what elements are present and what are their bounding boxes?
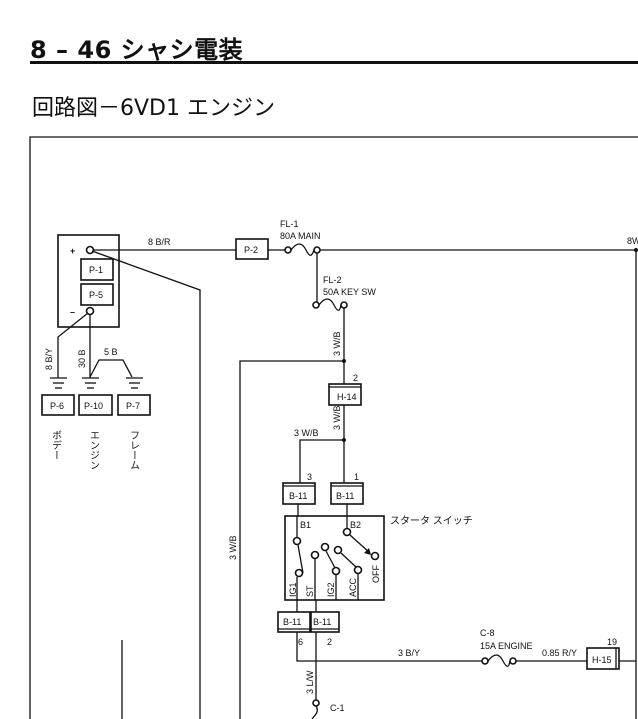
arrow-icon bbox=[364, 548, 371, 555]
terminal bbox=[85, 306, 95, 316]
connector-label: B-11 bbox=[289, 491, 307, 501]
wire bbox=[311, 705, 318, 719]
wire-label: 3 B/Y bbox=[398, 648, 420, 658]
fuse-terminal bbox=[509, 657, 517, 665]
connector-box bbox=[41, 394, 75, 416]
fuse-icon bbox=[318, 298, 342, 311]
terminal bbox=[85, 245, 95, 255]
wire-label: 8 B/Y bbox=[44, 348, 54, 370]
terminal bbox=[312, 699, 320, 707]
wire bbox=[239, 360, 344, 719]
fuse-terminal bbox=[312, 301, 320, 309]
switch-position: IG1 bbox=[288, 582, 298, 597]
fuse-id: FL-2 bbox=[323, 275, 342, 285]
connector-label: P-7 bbox=[126, 401, 140, 411]
connector-label: H-14 bbox=[337, 392, 357, 402]
connector-box bbox=[310, 611, 340, 633]
connector-label: B-11 bbox=[283, 617, 301, 627]
page-number: 8 – 46 bbox=[30, 36, 112, 64]
ground-location: フレーム bbox=[128, 430, 140, 470]
fuse-terminal bbox=[284, 246, 292, 254]
wire bbox=[89, 359, 133, 378]
starter-switch bbox=[284, 515, 385, 601]
wire-label: 30 B bbox=[77, 349, 87, 368]
junction-dot bbox=[342, 438, 346, 442]
wire-label: 3 W/B bbox=[228, 535, 238, 560]
fuse-id: C-8 bbox=[480, 628, 495, 638]
wire-label: 8W bbox=[627, 236, 638, 246]
pin-number: 6 bbox=[298, 637, 303, 647]
connector-label: B-11 bbox=[313, 617, 331, 627]
switch-position: ST bbox=[305, 585, 315, 597]
page-header: 8 – 46 シャシ電装 bbox=[30, 30, 243, 65]
pin-number: 19 bbox=[607, 637, 617, 647]
wire-label: 3 W/B bbox=[294, 428, 319, 438]
fuse-rating: 80A MAIN bbox=[280, 231, 321, 241]
fuse-terminal bbox=[481, 657, 489, 665]
connector-label: H-15 bbox=[592, 655, 612, 665]
wire-label: 5 B bbox=[104, 347, 118, 357]
fuse-terminal bbox=[313, 246, 321, 254]
ground-location: エンジン bbox=[88, 430, 100, 470]
connector-label: P-2 bbox=[244, 245, 258, 255]
wire bbox=[57, 312, 89, 378]
connector-label: P-6 bbox=[50, 401, 64, 411]
diagram-frame bbox=[29, 136, 638, 719]
connector-label: P-10 bbox=[84, 401, 103, 411]
fusible-link-label: P-1 bbox=[89, 265, 103, 275]
fuse-terminal bbox=[340, 301, 348, 309]
fuse-icon bbox=[290, 243, 315, 256]
switch-position: IG2 bbox=[326, 582, 336, 597]
wire-label: 3 W/B bbox=[332, 331, 342, 356]
section-title: シャシ電装 bbox=[120, 36, 244, 64]
wire-label: 8 B/R bbox=[148, 237, 171, 247]
battery-minus: – bbox=[70, 307, 75, 317]
switch-position: OFF bbox=[371, 565, 381, 583]
connector-box bbox=[282, 482, 316, 505]
connector-box bbox=[328, 383, 362, 406]
ground-location: ボデー bbox=[50, 430, 62, 460]
wire-label: 3 W/B bbox=[332, 405, 342, 430]
pin-number: 3 bbox=[307, 472, 312, 482]
switch-contacts bbox=[292, 516, 380, 600]
pin-number: 1 bbox=[354, 472, 359, 482]
fuse-icon bbox=[487, 654, 511, 667]
fuse-rating: 15A ENGINE bbox=[480, 641, 533, 651]
switch-terminal-label: B1 bbox=[300, 520, 311, 530]
starter-switch-title: スタータ スイッチ bbox=[390, 515, 473, 527]
connector-box bbox=[78, 394, 113, 416]
fuse-rating: 50A KEY SW bbox=[323, 287, 376, 297]
connector-box bbox=[277, 611, 311, 633]
wire-label: 0.85 R/Y bbox=[542, 648, 577, 658]
connector-box bbox=[117, 394, 151, 416]
wire bbox=[296, 632, 482, 662]
fusible-link-label: P-5 bbox=[89, 290, 103, 300]
pin-number: 2 bbox=[353, 373, 358, 383]
connector-label: B-11 bbox=[336, 491, 354, 501]
diagram-title: 回路図－6VD1 エンジン bbox=[32, 96, 275, 121]
ground-symbols bbox=[50, 377, 143, 389]
wire-label: 3 L/W bbox=[305, 670, 315, 694]
connector-box bbox=[586, 647, 620, 670]
switch-terminal-label: B2 bbox=[350, 520, 361, 530]
fusible-link-box bbox=[80, 283, 114, 306]
connector-label: C-1 bbox=[330, 703, 345, 713]
header-rule bbox=[30, 61, 638, 64]
fusible-link-box bbox=[80, 258, 114, 281]
wire bbox=[299, 439, 344, 483]
wire bbox=[91, 250, 201, 719]
switch-position: ACC bbox=[348, 577, 358, 597]
battery-plus: + bbox=[70, 246, 75, 256]
connector-box bbox=[235, 238, 269, 260]
pin-number: 2 bbox=[327, 637, 332, 647]
fuse-id: FL-1 bbox=[280, 219, 299, 229]
